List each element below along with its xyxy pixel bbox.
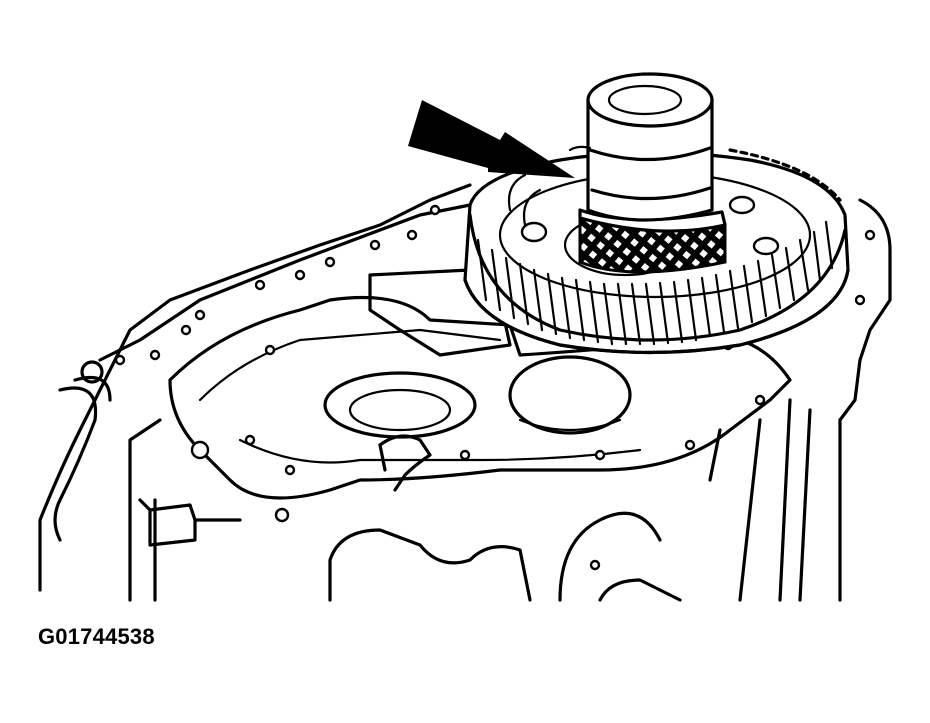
figure-caption: G01744538 — [38, 624, 155, 649]
transaxle-case — [38, 183, 892, 602]
indicator-arrow — [408, 100, 575, 178]
bolt-holes — [114, 204, 876, 571]
knurled-bearing — [578, 208, 727, 274]
transaxle-diagram — [38, 72, 892, 602]
installer-tool — [568, 72, 714, 222]
